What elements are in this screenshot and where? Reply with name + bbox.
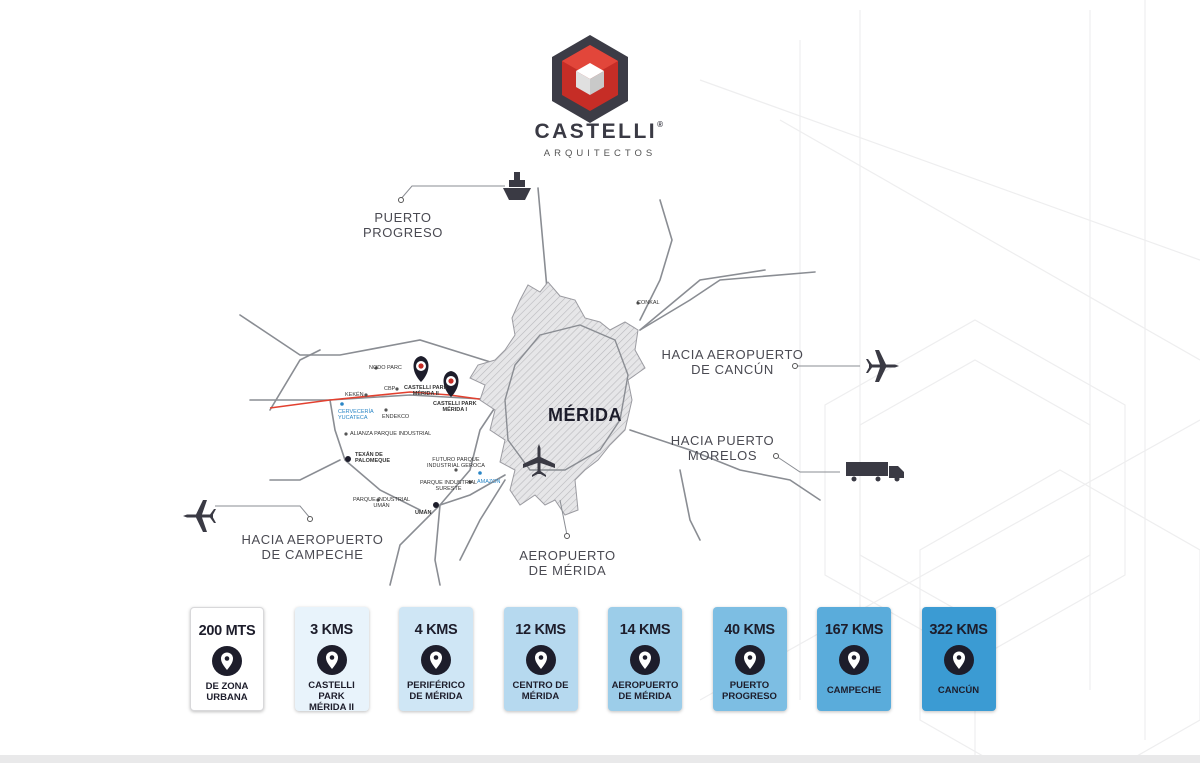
card-distance: 4 KMS [414, 622, 458, 638]
card-caption-line: URBANA [206, 692, 248, 703]
card-distance: 12 KMS [515, 622, 566, 638]
card-caption-line: PUERTO [729, 680, 770, 691]
card-caption-line: CANCÚN [937, 685, 980, 696]
place-parque-sureste: PARQUE INDUSTRIAL SURESTE [420, 480, 478, 492]
truck-icon [846, 462, 904, 482]
card-caption-line: CAMPECHE [826, 685, 882, 696]
location-pin-icon [943, 645, 974, 675]
location-pin-icon [212, 646, 242, 676]
ship-icon [503, 172, 531, 200]
place-cerveceria: CERVECERÍA YUCATECA [338, 409, 374, 421]
card-caption-line: PERIFÉRICO [406, 680, 466, 691]
label-aeropuerto-campeche: HACIA AEROPUERTO DE CAMPECHE [241, 532, 384, 562]
place-amazon: AMAZON [477, 479, 501, 485]
place-futuro-parque: FUTURO PARQUE INDUSTRIAL GEROCA [427, 457, 485, 469]
card-caption-line: PROGRESO [722, 691, 777, 702]
location-pin-icon [839, 645, 869, 675]
card-distance: 167 KMS [824, 622, 884, 638]
airplane-icon-cancun [866, 350, 899, 382]
card-distance: 3 KMS [310, 622, 353, 638]
location-pin-icon [525, 645, 556, 675]
card-distance: 14 KMS [619, 622, 671, 638]
brand-name: CASTELLI® [534, 120, 666, 143]
location-pin-icon [421, 645, 451, 675]
place-castelli-i: CASTELLI PARK MÉRIDA I [433, 401, 477, 413]
brand-block: CASTELLI® ARQUITECTOS [520, 120, 680, 159]
card-caption: CAMPECHE [817, 685, 891, 696]
brand-subtitle: ARQUITECTOS [543, 148, 657, 159]
location-pin-icon [630, 645, 660, 675]
label-puerto-progreso: PUERTO PROGRESO [363, 210, 443, 240]
castelli-logo-cube [552, 35, 628, 123]
card-distance: 40 KMS [724, 622, 775, 638]
card-caption-line: DE MÉRIDA [409, 691, 463, 702]
card-distance: 200 MTS [198, 623, 256, 639]
place-alianza: ALIANZA PARQUE INDUSTRIAL [350, 431, 432, 437]
place-kekem: KEKÉN [345, 392, 364, 398]
airplane-icon-merida [523, 444, 555, 477]
place-cbp: CBP [384, 386, 396, 392]
place-uman: UMÁN [415, 510, 432, 516]
castelli-park-ii-pin [413, 356, 429, 382]
place-parque-uman: PARQUE INDUSTRIAL UMÁN [353, 497, 411, 509]
location-pin-icon [734, 645, 765, 675]
card-distance: 322 KMS [929, 622, 988, 638]
card-caption-line: CASTELLI PARK [308, 680, 355, 702]
castelli-park-i-pin [443, 371, 459, 397]
place-conkal: CONKAL [637, 300, 660, 306]
card-caption-line: CENTRO DE [512, 680, 569, 691]
distance-card: 322 KMS CANCÚN [921, 607, 996, 711]
card-caption-line: AEROPUERTO [611, 680, 679, 691]
label-aeropuerto-cancun: HACIA AEROPUERTO DE CANCÚN [661, 347, 804, 377]
merida-urban-area [469, 281, 646, 516]
card-caption-line: DE MÉRIDA [618, 691, 672, 702]
route-line [269, 391, 501, 409]
card-caption: CANCÚN [922, 685, 996, 696]
card-caption-line: MÉRIDA [521, 691, 560, 702]
card-caption-line: DE ZONA [205, 681, 249, 692]
label-puerto-morelos: HACIA PUERTO MORELOS [670, 433, 775, 463]
place-nodo-parc: NODO PARC [369, 365, 402, 371]
place-endekco: ENDEKCO [382, 414, 410, 420]
place-texan: TEXÁN DE PALOMEQUE [355, 452, 391, 464]
card-caption-line: MÉRIDA II [308, 702, 355, 713]
city-label-merida: MÉRIDA [548, 405, 622, 425]
place-castelli-ii: CASTELLI PARK MÉRIDA II [404, 385, 448, 397]
distance-card: 167 KMS CAMPECHE [817, 607, 891, 711]
footer-bar [0, 755, 1200, 763]
location-pin-icon [316, 645, 347, 675]
airplane-icon-campeche [183, 500, 216, 532]
label-aeropuerto-merida: AEROPUERTO DE MÉRIDA [519, 548, 616, 578]
